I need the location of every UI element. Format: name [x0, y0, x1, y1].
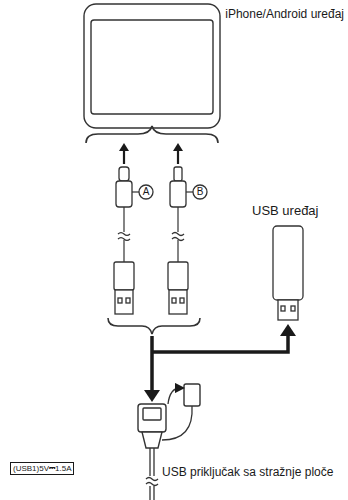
usb-a-plug — [168, 262, 188, 290]
phone-outline — [84, 4, 220, 128]
usb-stick — [273, 226, 303, 320]
rear-usb-port — [138, 384, 200, 448]
device-label: USB uređaj — [252, 204, 318, 219]
usb-a-plug — [114, 262, 134, 290]
usb-c-tip — [119, 167, 129, 181]
rating-label: (USB1)5V⎓1.5A — [10, 462, 74, 475]
brace — [86, 126, 218, 143]
lightning-tip — [174, 167, 182, 181]
usb-c-plug — [116, 181, 132, 207]
port-label: USB priključak sa stražnje ploče — [162, 466, 333, 480]
callout-letter: B — [193, 185, 207, 199]
phone-screen — [91, 20, 213, 114]
device-label: iPhone/Android uređaj — [225, 8, 344, 22]
lightning-plug — [170, 181, 186, 207]
callout-letter: A — [139, 185, 153, 199]
